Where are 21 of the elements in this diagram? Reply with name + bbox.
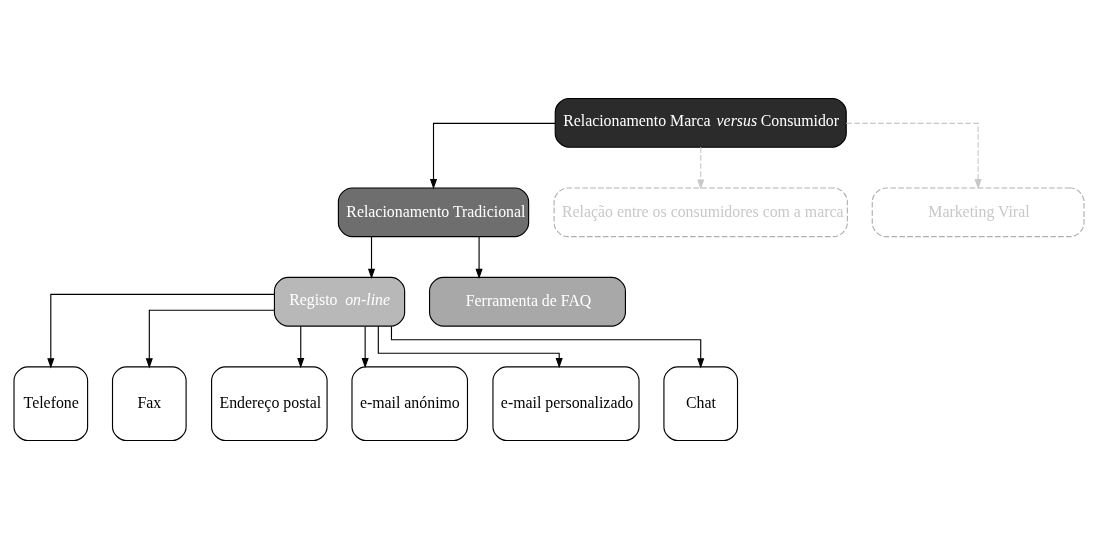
node-box: e-mail anónimo [351, 366, 469, 442]
arrow [367, 236, 376, 280]
arrow [297, 325, 305, 369]
arrow [390, 325, 705, 369]
node-box: Endereço postal [211, 366, 328, 442]
arrow [145, 309, 275, 369]
arrow [697, 146, 705, 190]
node-box: e-mail personalizado [492, 366, 640, 442]
arrow [47, 293, 275, 369]
node-box: Relacionamento Marca versus Consumidor [554, 97, 847, 148]
arrow [429, 122, 556, 190]
node-box: Chat [663, 366, 739, 442]
arrow [361, 325, 369, 369]
node-box: Ferramenta de FAQ [429, 276, 626, 327]
node-box: Relacionamento Tradicional [337, 187, 530, 238]
arrow [845, 122, 982, 190]
node-box: Registo on-line [273, 276, 406, 327]
arrow [377, 325, 563, 369]
node-box: Telefone [13, 366, 89, 442]
arrow [475, 236, 483, 280]
node-box: Fax [111, 366, 187, 442]
